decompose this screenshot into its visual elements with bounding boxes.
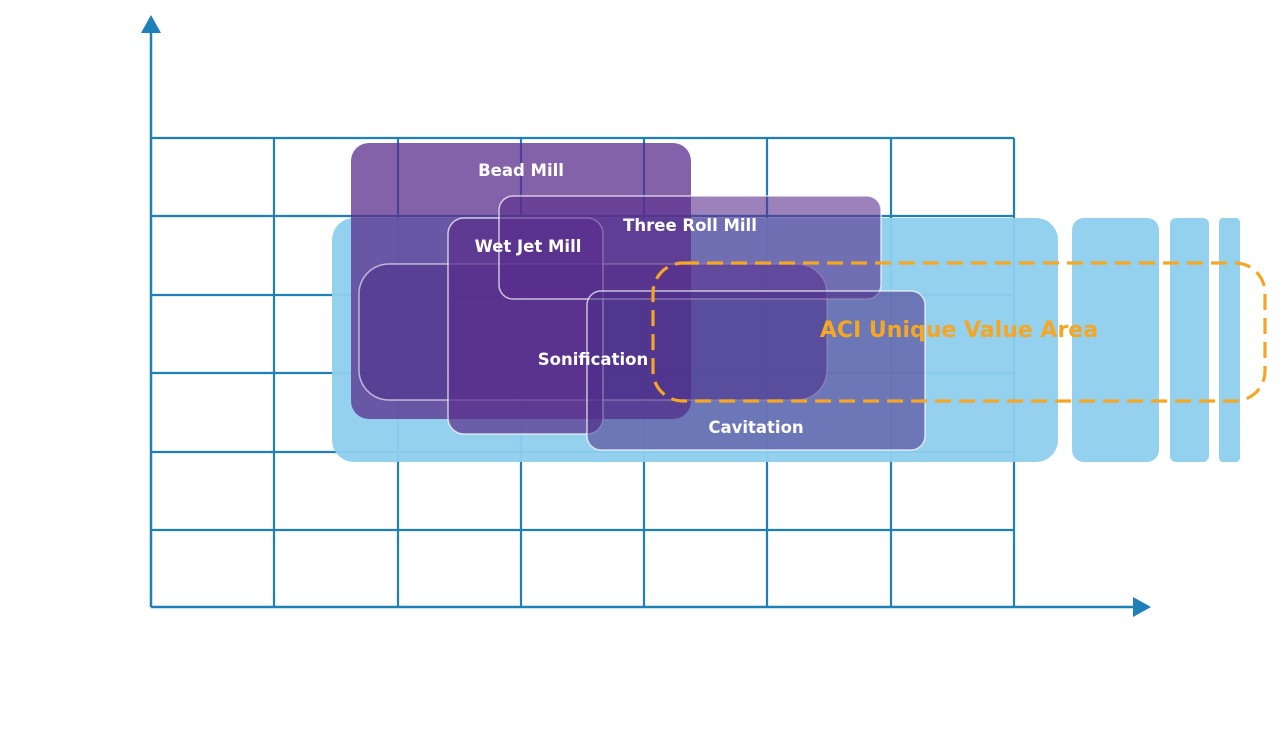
sonification-label: Sonification [538, 350, 648, 369]
axes [141, 15, 1151, 617]
range-region-extension [1219, 218, 1240, 462]
bead-mill-label: Bead Mill [478, 161, 564, 180]
aci-unique-value-area: ACI Unique Value Area [651, 261, 1267, 403]
y-axis-arrow-icon [141, 15, 161, 33]
cavitation-box [586, 290, 926, 451]
range-region-extension [1170, 218, 1209, 462]
three-roll-mill-label: Three Roll Mill [623, 216, 757, 235]
cavitation-label: Cavitation [708, 418, 803, 437]
x-axis-arrow-icon [1133, 597, 1151, 617]
aci-unique-value-area-outline [651, 261, 1267, 403]
technology-boxes [351, 143, 926, 451]
aci-unique-value-area-label: ACI Unique Value Area [820, 318, 1098, 343]
wet-jet-mill-label: Wet Jet Mill [475, 237, 582, 256]
technology-labels: Bead Mill Three Roll Mill Wet Jet Mill S… [475, 161, 804, 437]
